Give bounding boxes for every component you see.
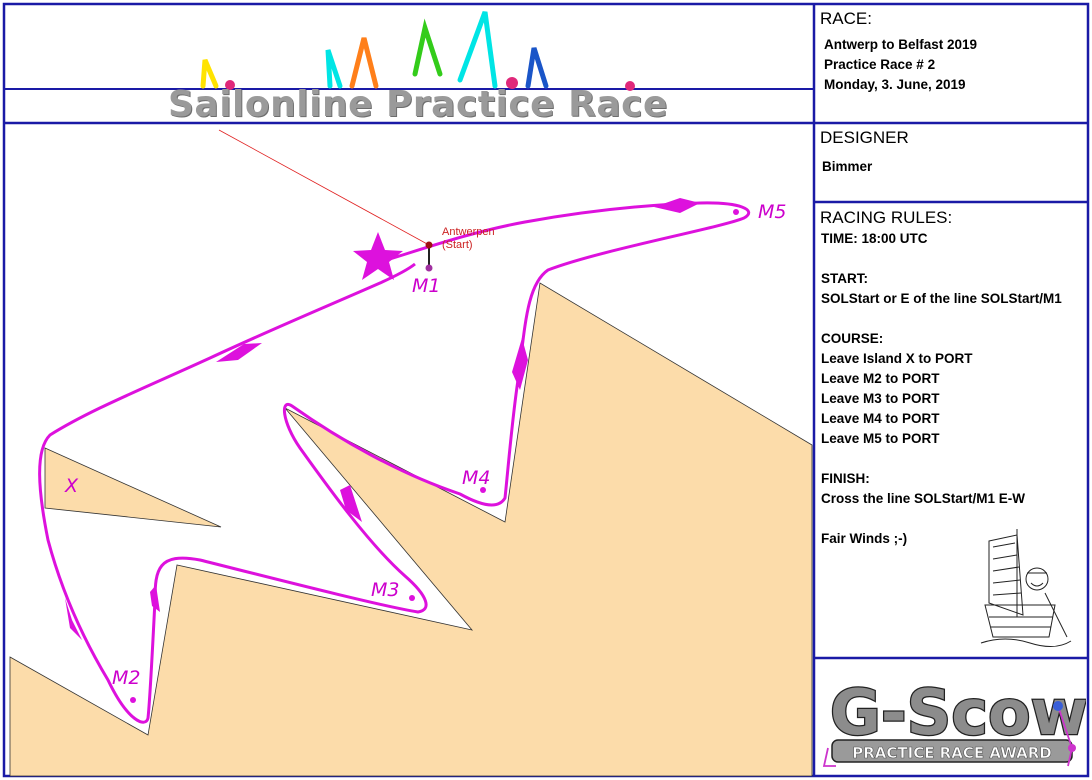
rules-course-item: Leave M3 to PORT [821,391,940,406]
race-practice-number: Practice Race # 2 [824,57,936,72]
rules-sign-off: Fair Winds ;-) [821,531,908,546]
sailor-boat-illustration [980,529,1072,647]
rules-time: TIME: 18:00 UTC [821,231,928,246]
designer-heading: DESIGNER [820,128,909,147]
mark-m5-label: M5 [758,201,786,223]
svg-text:G-Scow: G-Scow [830,676,1086,749]
mainland-land [9,282,813,777]
svg-text:PRACTICE RACE AWARD: PRACTICE RACE AWARD [852,744,1052,762]
course-map: Antwerpen (Start) M1 M2 M3 M4 M5 X [9,129,813,777]
race-heading: RACE: [820,9,872,28]
start-star-icon [353,232,403,280]
course-direction-arrows [65,198,700,640]
mark-m4-label: M4 [462,467,490,489]
rules-start-text: SOLStart or E of the line SOLStart/M1 [821,291,1062,306]
course-route [38,201,751,724]
rules-course-item: Leave M5 to PORT [821,431,940,446]
start-sublabel: (Start) [442,239,473,251]
land-masses [9,282,813,777]
mark-m1-label: M1 [412,275,440,297]
rules-course-item: Leave Island X to PORT [821,351,973,366]
rules-course-heading: COURSE: [821,331,884,346]
rules-finish-heading: FINISH: [821,471,870,486]
race-date: Monday, 3. June, 2019 [824,77,966,92]
island-x-land [44,447,222,528]
rules-heading: RACING RULES: [820,208,953,227]
race-name: Antwerp to Belfast 2019 [824,37,978,52]
rules-course-item: Leave M4 to PORT [821,411,940,426]
mark-x-label: X [64,475,79,497]
banner-title: Sailonline Practice Race [168,84,668,125]
mark-m2-label: M2 [112,667,140,689]
start-bearing-line [218,129,430,246]
designer-name: Bimmer [822,159,873,174]
rules-start-heading: START: [821,271,868,286]
start-label: Antwerpen [442,226,495,238]
rules-course-item: Leave M2 to PORT [821,371,940,386]
rules-finish-text: Cross the line SOLStart/M1 E-W [821,491,1026,506]
g-scow-award-logo: G-Scow PRACTICE RACE AWARD [822,675,1086,767]
banner-sails-logo [200,11,635,91]
mark-m3-label: M3 [371,579,399,601]
